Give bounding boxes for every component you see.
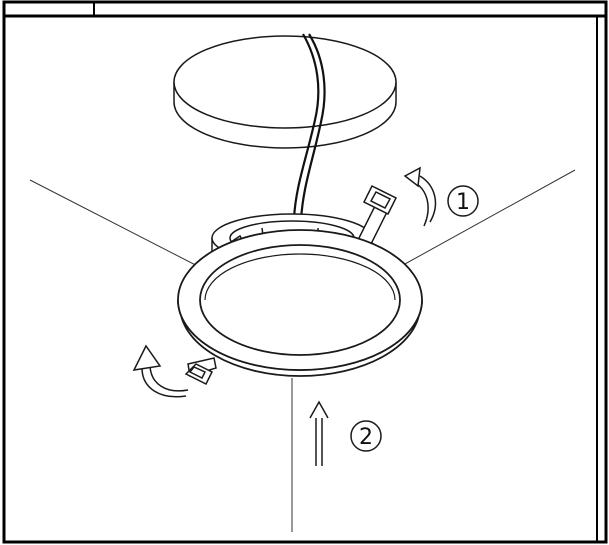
spring-clip-left	[184, 357, 217, 386]
rotate-arrow-left	[132, 344, 189, 398]
step-1-label: 1	[456, 190, 470, 215]
trim-ring	[177, 229, 423, 377]
step-1-marker: 1	[447, 185, 479, 217]
ceiling-lines	[29, 169, 576, 532]
step-2-marker: 2	[350, 420, 382, 452]
push-up-arrow	[309, 400, 329, 466]
power-cable	[292, 33, 326, 221]
ceiling-disc	[173, 35, 397, 149]
rotate-arrow-right	[403, 166, 437, 227]
step-2-label: 2	[359, 425, 373, 450]
